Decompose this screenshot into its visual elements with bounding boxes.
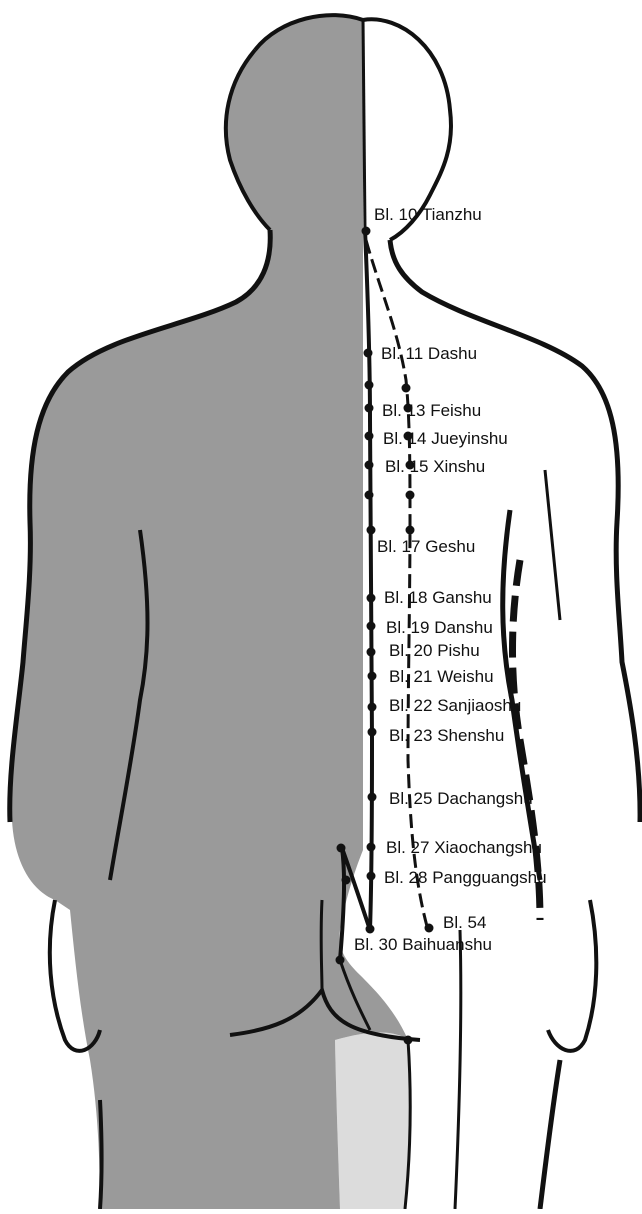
bl18-point-icon <box>367 594 376 603</box>
bl20-point-icon <box>367 648 376 657</box>
bl28-point-icon <box>367 872 376 881</box>
bl10-point-icon <box>362 227 371 236</box>
leg-light <box>335 1033 410 1210</box>
bl15-label: Bl. 15 Xinshu <box>385 458 485 475</box>
bl54-point-icon <box>425 924 434 933</box>
bl17-label: Bl. 17 Geshu <box>377 538 475 555</box>
bl25-point-icon <box>368 793 377 802</box>
acupoint-dot-icon <box>406 491 415 500</box>
acupoint-dot-icon <box>365 381 374 390</box>
bl54-label: Bl. 54 <box>443 914 486 931</box>
bl13-point-icon <box>365 404 374 413</box>
bl18-label: Bl. 18 Ganshu <box>384 589 492 606</box>
bl23-label: Bl. 23 Shenshu <box>389 727 504 744</box>
bl19-label: Bl. 19 Danshu <box>386 619 493 636</box>
bl22-point-icon <box>368 703 377 712</box>
bl15-point-icon <box>365 461 374 470</box>
bl11-label: Bl. 11 Dashu <box>381 345 477 362</box>
bl10-label: Bl. 10 Tianzhu <box>374 206 482 223</box>
bl21-label: Bl. 21 Weishu <box>389 668 494 685</box>
left-leg-outline <box>100 1100 102 1209</box>
acupoint-dot-icon <box>406 526 415 535</box>
acupoint-dot-icon <box>337 844 346 853</box>
bl30-label: Bl. 30 Baihuanshu <box>354 936 492 953</box>
bl23-point-icon <box>368 728 377 737</box>
acupoint-dot-icon <box>365 491 374 500</box>
bl22-label: Bl. 22 Sanjiaoshu <box>389 697 521 714</box>
bl14-label: Bl. 14 Jueyinshu <box>383 430 508 447</box>
acupoint-dot-icon <box>336 956 345 965</box>
bl14-point-icon <box>365 432 374 441</box>
bl30-point-icon <box>366 925 375 934</box>
bl20-label: Bl. 20 Pishu <box>389 642 480 659</box>
acupoint-dot-icon <box>402 384 411 393</box>
bl25-label: Bl. 25 Dachangshu <box>389 790 533 807</box>
bl27-label: Bl. 27 Xiaochangshu <box>386 839 542 856</box>
acupoint-dot-icon <box>342 876 351 885</box>
bl21-point-icon <box>368 672 377 681</box>
bl13-label: Bl. 13 Feishu <box>382 402 481 419</box>
bl19-point-icon <box>367 622 376 631</box>
bl17-point-icon <box>367 526 376 535</box>
body-left-half <box>12 16 408 1209</box>
bl11-point-icon <box>364 349 373 358</box>
acupoint-dot-icon <box>404 1036 413 1045</box>
bl27-point-icon <box>367 843 376 852</box>
midline <box>363 18 365 230</box>
bl28-label: Bl. 28 Pangguangshu <box>384 869 547 886</box>
